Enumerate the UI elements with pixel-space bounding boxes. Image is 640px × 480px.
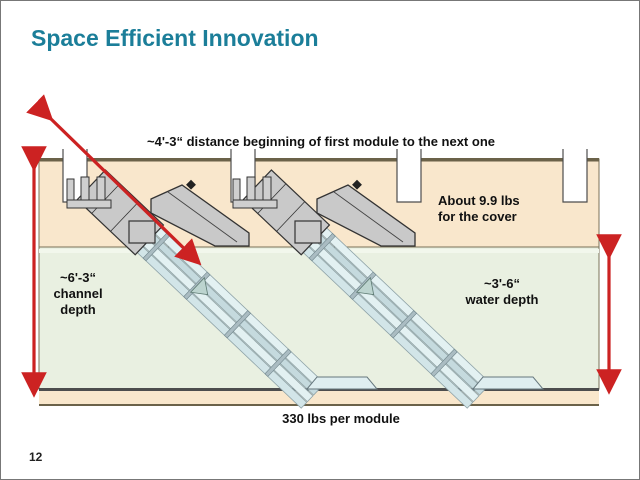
water-area [38, 246, 600, 390]
module-spacing-note: ~4'-3“ distance beginning of first modul… [147, 134, 495, 149]
water-depth-label: ~3'-6“ water depth [465, 276, 539, 307]
deck-top-surface [39, 158, 599, 162]
floor-bottom-edge [39, 404, 599, 406]
floor-slab [39, 391, 599, 405]
module-spacing-arrow [26, 94, 202, 266]
channel-depth-label: ~6'-3“ channel depth [53, 270, 103, 317]
cover-weight-note: About 9.9 lbs for the cover [438, 193, 520, 224]
page-number: 12 [29, 450, 43, 464]
module-weight-note: 330 lbs per module [282, 411, 400, 426]
slide-title: Space Efficient Innovation [31, 25, 319, 51]
